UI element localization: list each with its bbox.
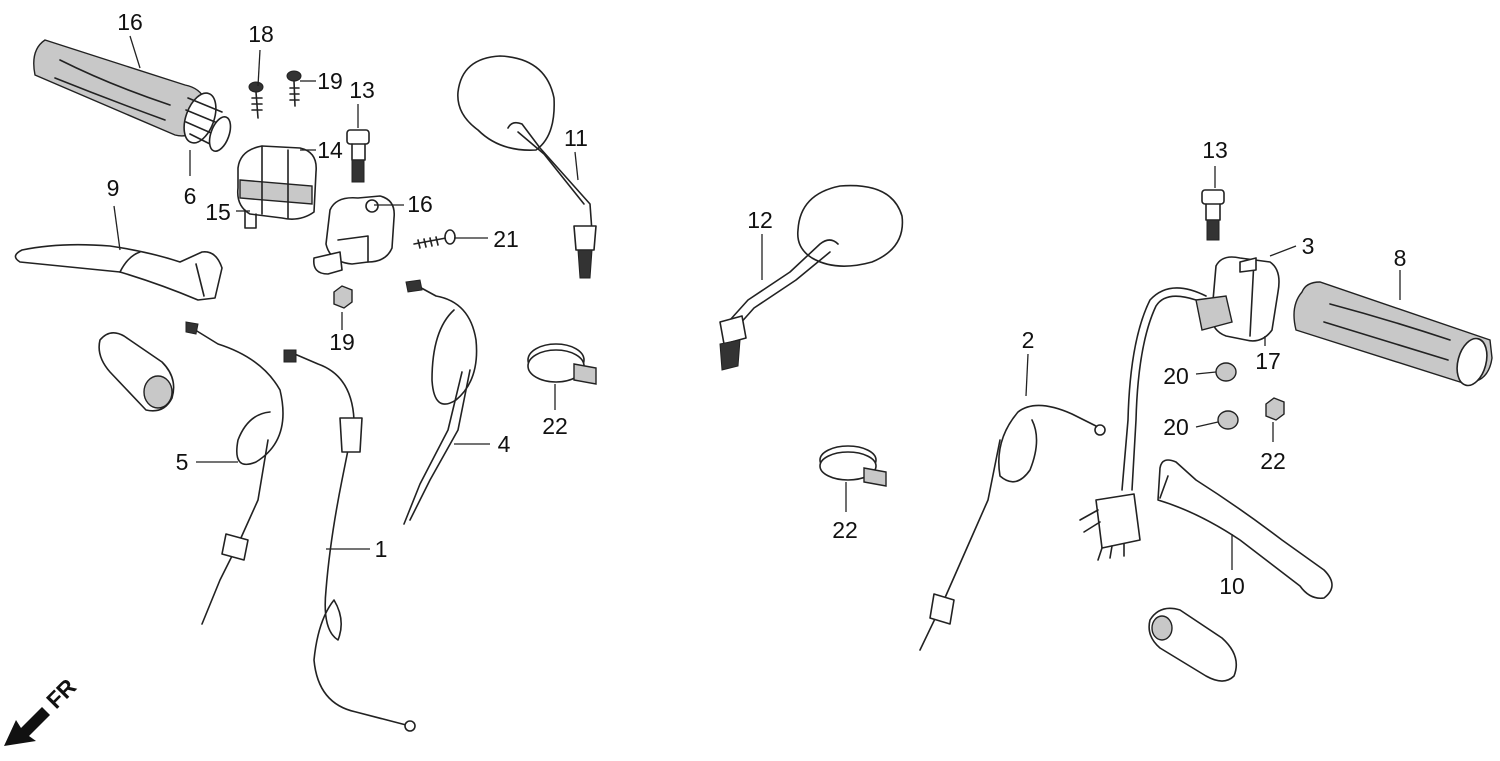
part-label-8: 8 <box>1394 245 1407 271</box>
part-label-15: 15 <box>205 199 231 225</box>
nut-20a-drawing <box>1215 362 1237 382</box>
clamp-right-drawing <box>819 445 887 487</box>
front-direction-label: FR <box>41 673 81 713</box>
leader-lines <box>113 35 1401 570</box>
switch-wiring-right-drawing <box>1079 287 1207 561</box>
clamp-left-drawing <box>527 343 597 385</box>
part-label-16: 16 <box>407 191 433 217</box>
bolt-21-drawing <box>413 229 456 249</box>
part-label-4: 4 <box>498 431 511 457</box>
screw-18a-drawing <box>248 81 264 119</box>
part-label-22c: 22 <box>1260 448 1286 474</box>
part-label-11: 11 <box>564 125 588 151</box>
nut-19-drawing <box>333 285 353 309</box>
part-label-7: 16 <box>117 9 143 35</box>
cable-5-drawing <box>185 321 284 625</box>
lever-bracket-drawing <box>312 195 396 275</box>
part-label-17: 17 <box>1255 348 1281 374</box>
bolt-13a-drawing <box>346 129 370 183</box>
screw-18b-drawing <box>286 70 302 107</box>
part-label-18b: 19 <box>317 68 343 94</box>
cable-4-drawing <box>403 279 478 525</box>
part-label-2: 2 <box>1022 327 1035 353</box>
switch-housing-drawing <box>236 145 317 229</box>
grip-left-drawing <box>33 39 232 152</box>
bolt-13b-drawing <box>1201 189 1225 241</box>
part-label-10: 10 <box>1219 573 1245 599</box>
nut-20b-drawing <box>1217 410 1239 430</box>
part-label-19: 19 <box>329 329 355 355</box>
part-label-20a: 20 <box>1163 363 1189 389</box>
nut-22-right-drawing <box>1265 397 1285 421</box>
cable-1-drawing <box>283 349 416 732</box>
clutch-lever-drawing <box>14 243 223 301</box>
mirror-left-drawing <box>457 55 597 279</box>
part-labels: 16 6 18 19 13 14 15 9 16 21 19 11 4 22 5… <box>107 9 1407 599</box>
grip-cover-left-drawing <box>98 332 175 412</box>
part-label-9: 9 <box>107 175 120 201</box>
grip-cover-right-drawing <box>1148 607 1238 682</box>
part-label-22a: 22 <box>542 413 568 439</box>
brake-lever-drawing <box>1157 459 1333 600</box>
part-label-20b: 20 <box>1163 414 1189 440</box>
front-arrow-icon <box>4 707 50 746</box>
front-direction-indicator: FR <box>4 673 81 746</box>
part-label-18a: 18 <box>248 21 274 47</box>
part-label-14: 14 <box>317 137 343 163</box>
part-label-6: 6 <box>184 183 197 209</box>
cable-2-drawing <box>919 404 1106 651</box>
part-label-3: 3 <box>1302 233 1315 259</box>
part-label-13b: 13 <box>1202 137 1228 163</box>
part-label-22b: 22 <box>832 517 858 543</box>
mirror-right-drawing <box>719 184 904 371</box>
part-label-13a: 13 <box>349 77 375 103</box>
part-label-1: 1 <box>375 536 388 562</box>
part-label-12: 12 <box>747 207 773 233</box>
grip-right-drawing <box>1293 281 1493 387</box>
part-label-21: 21 <box>493 226 519 252</box>
switch-right-drawing <box>1195 256 1280 342</box>
part-label-5: 5 <box>176 449 189 475</box>
